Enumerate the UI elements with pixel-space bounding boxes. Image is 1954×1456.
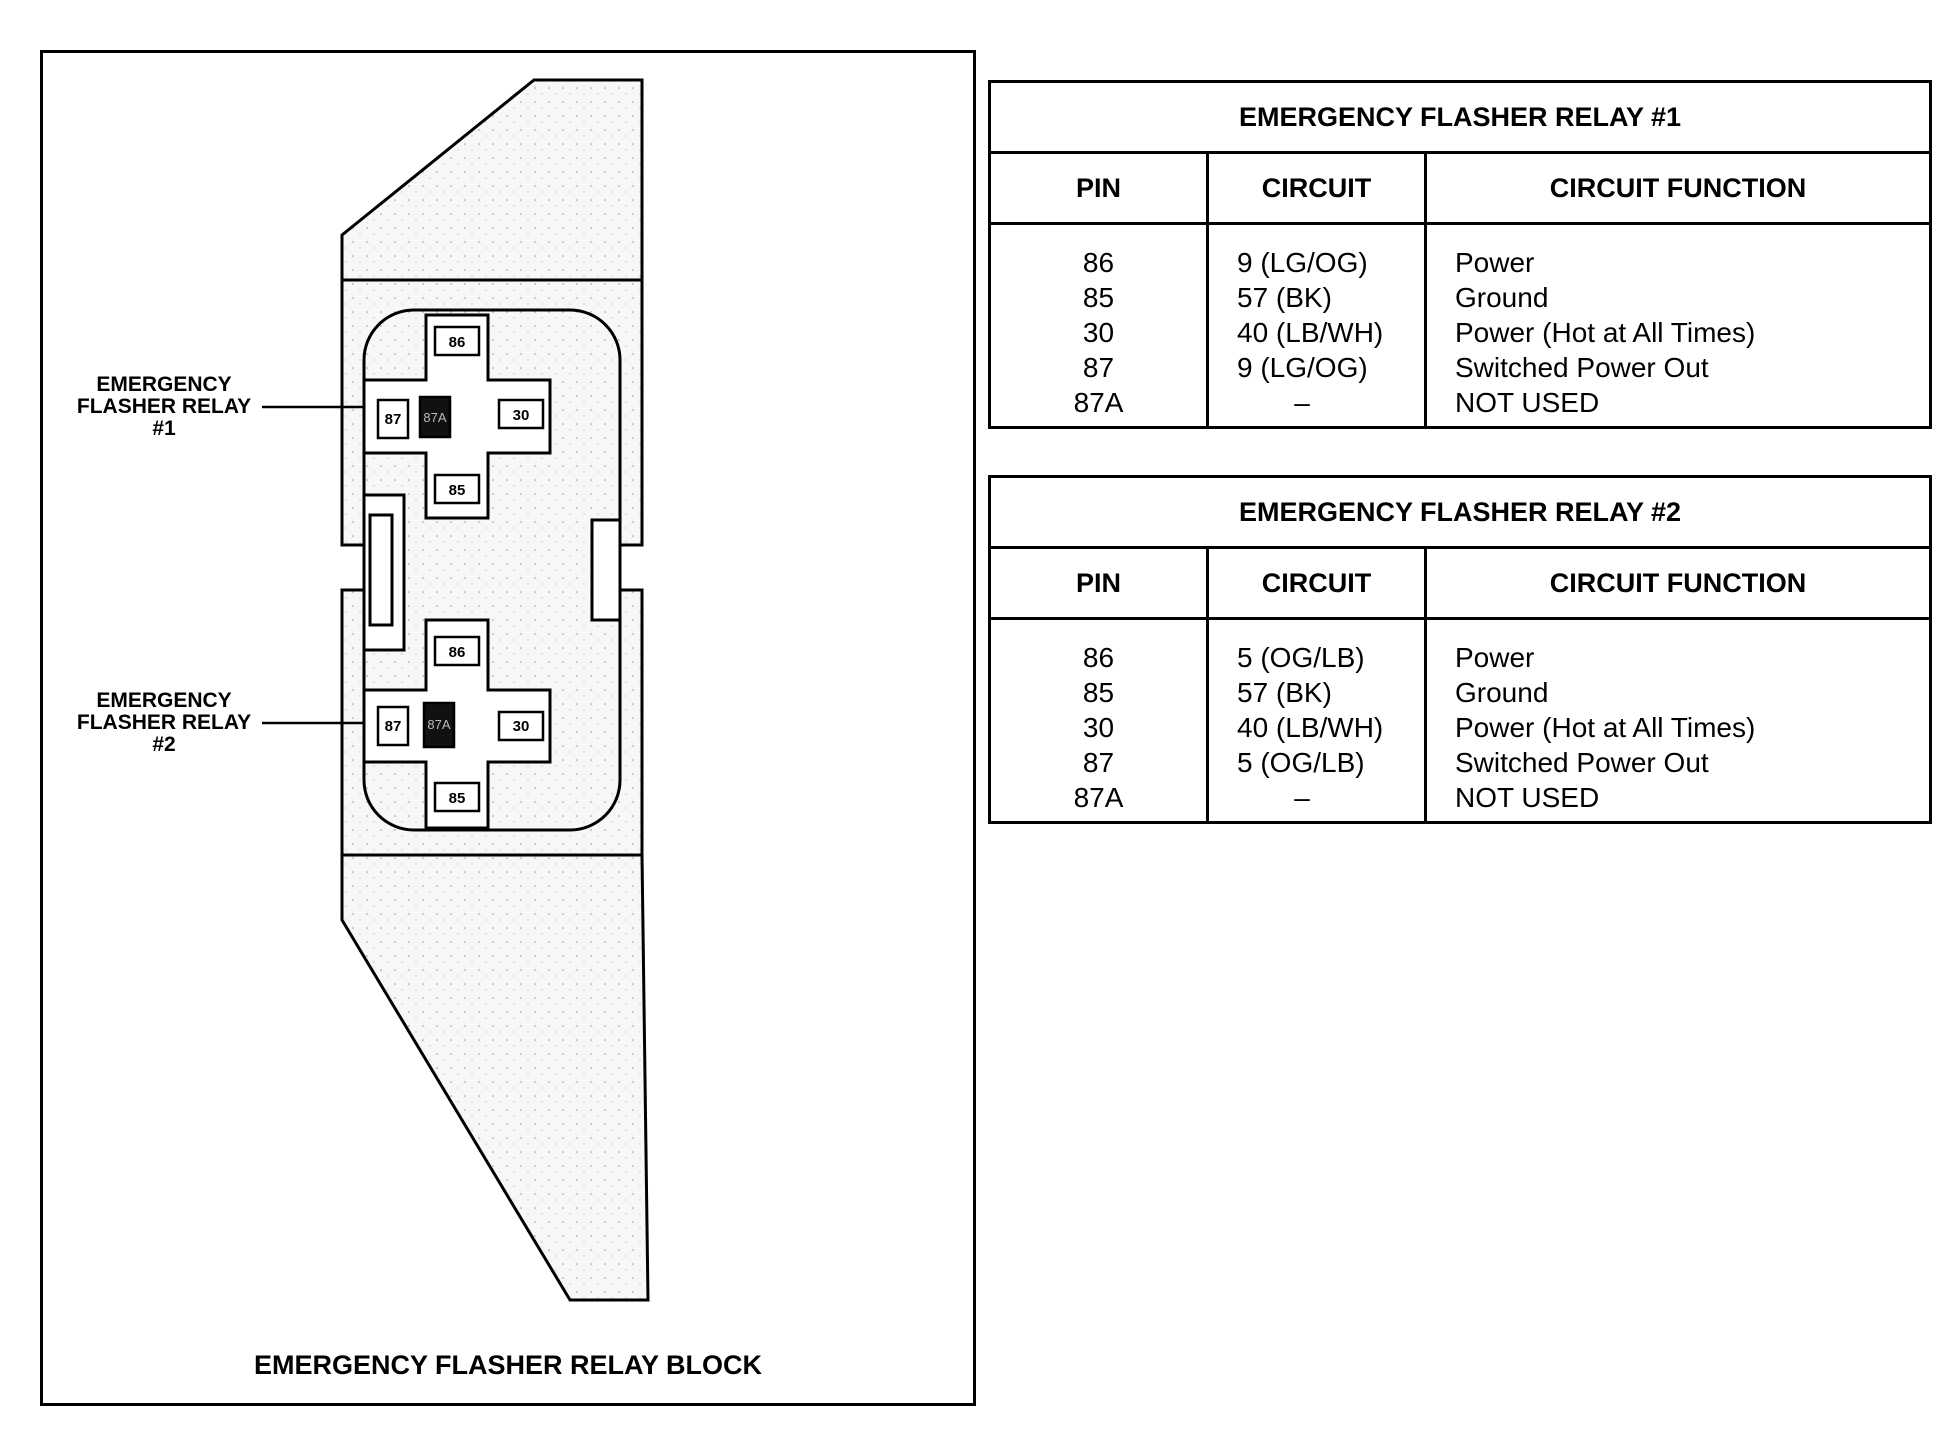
table-cell-function: Power [1455, 247, 1535, 278]
table-cell-function: Power [1455, 642, 1535, 673]
relay-2-callout-line-1: EMERGENCY [96, 689, 232, 712]
table-cell-function: NOT USED [1455, 782, 1600, 813]
table-cell-function: Ground [1455, 282, 1549, 313]
table-cell-circuit: 57 (BK) [1237, 677, 1332, 708]
table-cell-circuit: – [1237, 385, 1423, 420]
relay-1-pin-87-box [376, 398, 410, 440]
table-cell-function: Ground [1455, 677, 1549, 708]
relay-1-body [362, 313, 552, 520]
table-cell-pin: 30 [1082, 317, 1115, 348]
relay-2-pin-86-box [433, 635, 481, 667]
table-cell-pin: 86 [1082, 642, 1115, 673]
relay-1-pin-86-label: 86 [449, 334, 466, 351]
relay-1-pin-table: EMERGENCY FLASHER RELAY #1 PIN CIRCUIT C… [988, 80, 1932, 429]
relay-2-callout-line-3: #2 [152, 733, 176, 756]
relay-block-panel [40, 50, 976, 1406]
table-cell-pin: 87A [1073, 782, 1124, 813]
table-cell-circuit: 40 (LB/WH) [1237, 712, 1384, 743]
relay-1-header-function: CIRCUIT FUNCTION [1424, 152, 1932, 225]
table-cell-circuit: 9 (LG/OG) [1237, 352, 1368, 383]
relay-2-header-function: CIRCUIT FUNCTION [1424, 547, 1932, 620]
table-cell-function: Power (Hot at All Times) [1455, 712, 1756, 743]
table-cell-circuit: 40 (LB/WH) [1237, 317, 1384, 348]
relay-2-table-title: EMERGENCY FLASHER RELAY #2 [988, 476, 1932, 549]
relay-2-pin-87-label: 87 [385, 718, 402, 735]
relay-2-callout: EMERGENCY FLASHER RELAY #2 [64, 690, 264, 756]
table-cell-pin: 85 [1082, 282, 1115, 313]
relay-2-pin-87a-box [422, 701, 456, 749]
table-cell-pin: 86 [1082, 247, 1115, 278]
relay-1-table-title: EMERGENCY FLASHER RELAY #1 [988, 81, 1932, 154]
relay-1-callout: EMERGENCY FLASHER RELAY #1 [64, 374, 264, 440]
relay-2-pin-87a-label: 87A [427, 717, 450, 732]
relay-1-pin-85-box [433, 473, 481, 505]
table-cell-pin: 85 [1082, 677, 1115, 708]
relay-2-callout-line-2: FLASHER RELAY [76, 711, 252, 734]
table-cell-function: NOT USED [1455, 387, 1600, 418]
relay-block-side-tabs [362, 493, 622, 652]
relay-2-header-pin: PIN [988, 547, 1209, 620]
dash-value: – [1294, 387, 1310, 418]
relay-1-callout-line-3: #1 [152, 417, 176, 440]
relay-1-pin-87-label: 87 [385, 411, 402, 428]
dash-value: – [1294, 782, 1310, 813]
relay-1-pin-30-box [497, 398, 545, 430]
relay-2-pin-table: EMERGENCY FLASHER RELAY #2 PIN CIRCUIT C… [988, 475, 1932, 824]
relay-2-pin-85-box [433, 781, 481, 813]
relay-2-pin-30-box [497, 710, 545, 742]
table-cell-pin: 87 [1082, 352, 1115, 383]
relay-1-callout-line-2: FLASHER RELAY [76, 395, 252, 418]
relay-2-function-column: Power Ground Power (Hot at All Times) Sw… [1424, 618, 1932, 823]
table-cell-function: Switched Power Out [1455, 747, 1709, 778]
relay-2-pin-30-label: 30 [513, 718, 530, 735]
relay-1-pin-87a-label: 87A [423, 410, 446, 425]
relay-1-pin-30-label: 30 [513, 407, 530, 424]
relay-1-pin-87a-box [418, 395, 452, 439]
table-cell-circuit: 5 (OG/LB) [1237, 747, 1365, 778]
relay-1-circuit-column: 9 (LG/OG) 57 (BK) 40 (LB/WH) 9 (LG/OG) – [1206, 223, 1427, 428]
table-cell-circuit: 57 (BK) [1237, 282, 1332, 313]
relay-1-function-column: Power Ground Power (Hot at All Times) Sw… [1424, 223, 1932, 428]
relay-2-pin-86-label: 86 [449, 644, 466, 661]
relay-2-pin-column: 86 85 30 87 87A [988, 618, 1209, 823]
relay-1-callout-line-1: EMERGENCY [96, 373, 232, 396]
table-cell-pin: 87 [1082, 747, 1115, 778]
relay-2-pin-85-label: 85 [449, 790, 466, 807]
relay-2-circuit-column: 5 (OG/LB) 57 (BK) 40 (LB/WH) 5 (OG/LB) – [1206, 618, 1427, 823]
table-cell-circuit: 9 (LG/OG) [1237, 247, 1368, 278]
relay-1-pin-column: 86 85 30 87 87A [988, 223, 1209, 428]
table-cell-circuit: 5 (OG/LB) [1237, 642, 1365, 673]
relay-block-caption: EMERGENCY FLASHER RELAY BLOCK [253, 1350, 763, 1380]
table-cell-circuit: – [1237, 780, 1423, 815]
relay-2-header-circuit: CIRCUIT [1206, 547, 1427, 620]
table-cell-pin: 30 [1082, 712, 1115, 743]
table-cell-pin: 87A [1073, 387, 1124, 418]
table-cell-function: Switched Power Out [1455, 352, 1709, 383]
relay-1-header-pin: PIN [988, 152, 1209, 225]
relay-1-header-circuit: CIRCUIT [1206, 152, 1427, 225]
relay-2-pin-87-box [376, 705, 410, 747]
relay-1-pin-85-label: 85 [449, 482, 466, 499]
table-cell-function: Power (Hot at All Times) [1455, 317, 1756, 348]
relay-1-pin-86-box [433, 325, 481, 357]
relay-2-body [362, 618, 552, 830]
